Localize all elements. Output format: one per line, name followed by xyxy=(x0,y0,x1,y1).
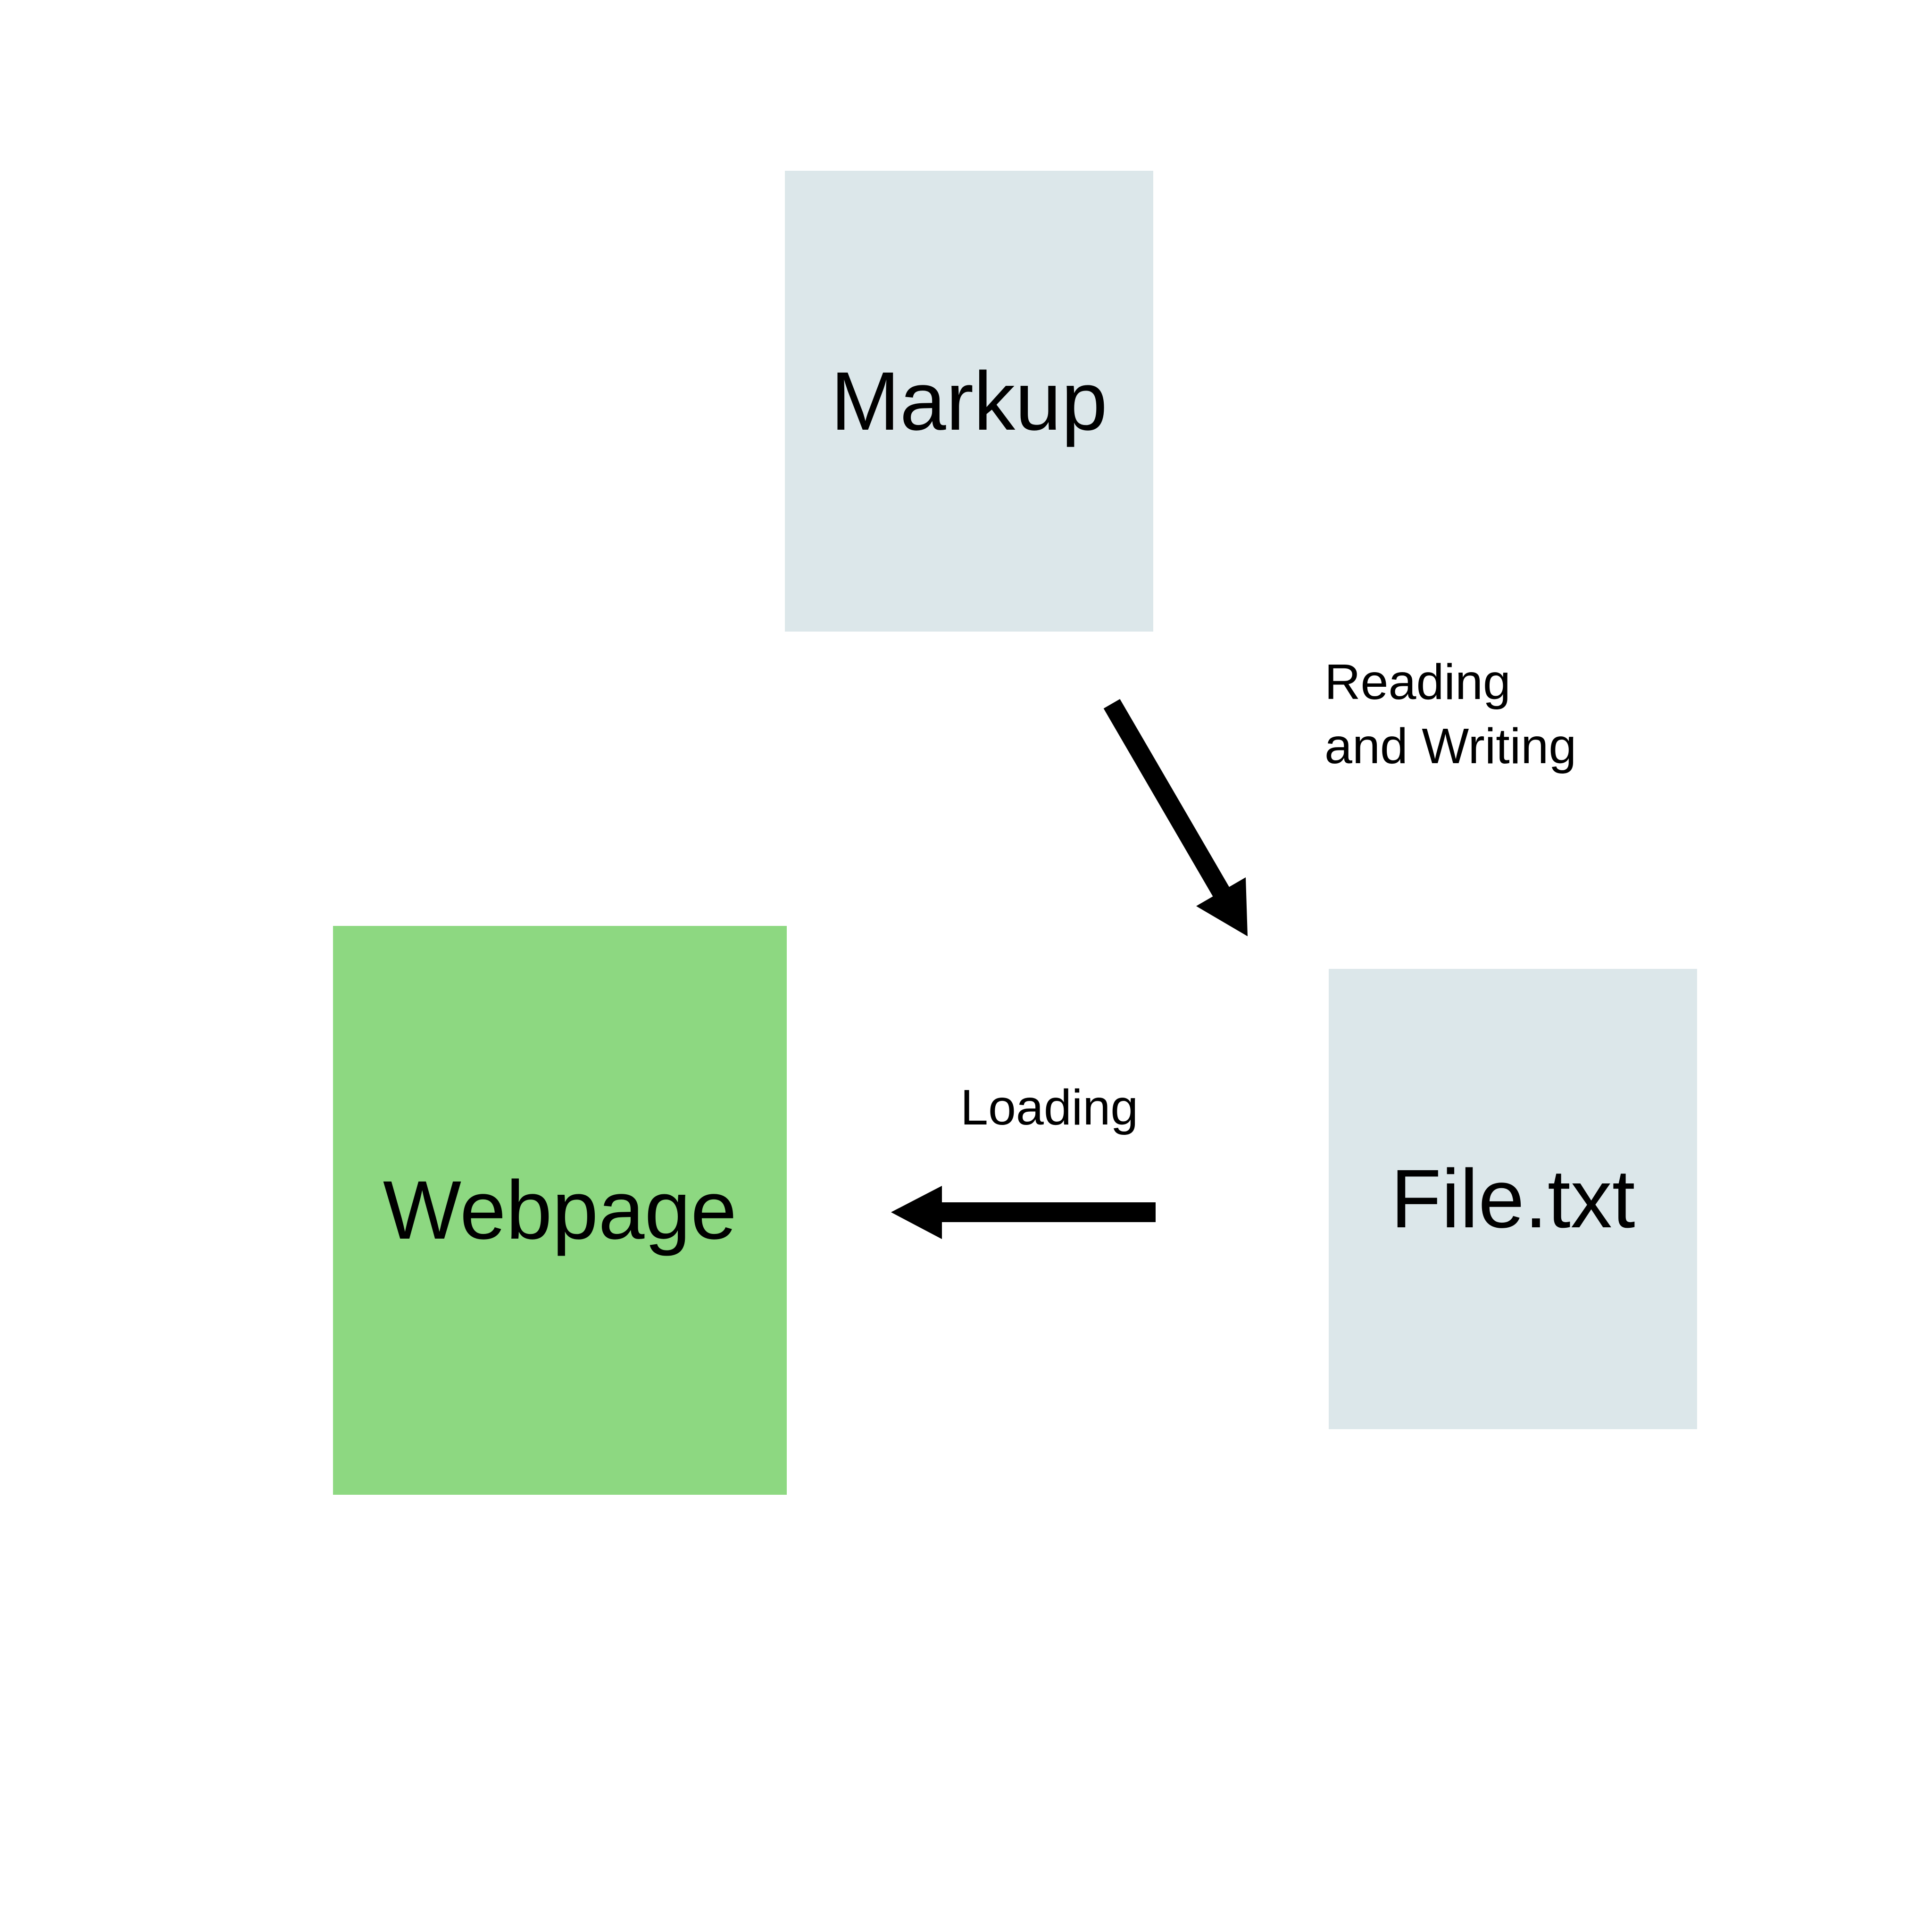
markup-node-label: Markup xyxy=(831,355,1108,448)
markup-node: Markup xyxy=(785,171,1153,632)
loading-edge-label: Loading xyxy=(960,1080,1139,1135)
webpage-node-label: Webpage xyxy=(383,1164,737,1257)
file-node-label: File.txt xyxy=(1391,1153,1635,1245)
reading-writing-edge-label: Reading and Writing xyxy=(1324,650,1576,778)
webpage-node: Webpage xyxy=(333,926,787,1495)
markup-to-file-arrowhead xyxy=(1196,877,1248,936)
file-node: File.txt xyxy=(1329,969,1697,1429)
reading-writing-label-line1: Reading xyxy=(1324,654,1511,710)
markup-to-file-arrow-shaft xyxy=(1103,699,1233,903)
file-to-webpage-arrowhead xyxy=(891,1186,942,1239)
file-to-webpage-arrow-shaft xyxy=(936,1202,1156,1222)
markup-to-file-arrow xyxy=(1103,699,1248,936)
reading-writing-label-line2: and Writing xyxy=(1324,718,1577,774)
file-to-webpage-arrow xyxy=(891,1186,1156,1239)
